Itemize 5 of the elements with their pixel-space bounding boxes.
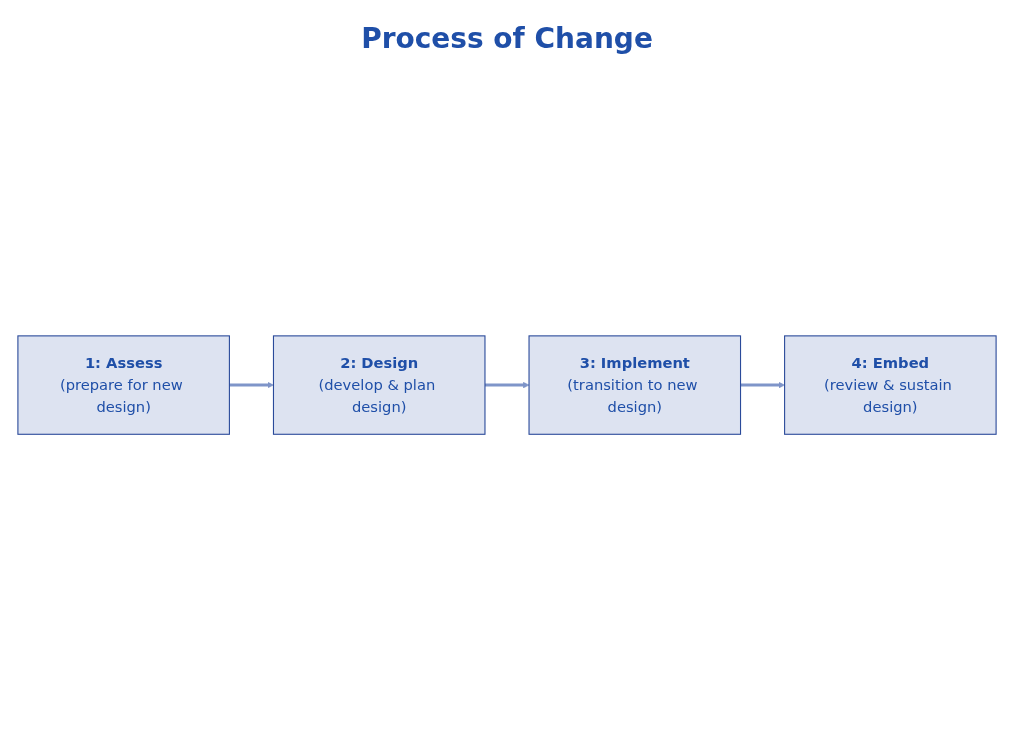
node-box: 2: Design (develop & plan design) [272,335,486,435]
node-box: 3: Implement (transition to new design) [528,335,742,435]
node-box: 4: Embed (review & sustain design) [784,335,997,435]
title: Process of Change [360,22,654,55]
node-box: 1: Assess (prepare for new design) [17,335,230,435]
